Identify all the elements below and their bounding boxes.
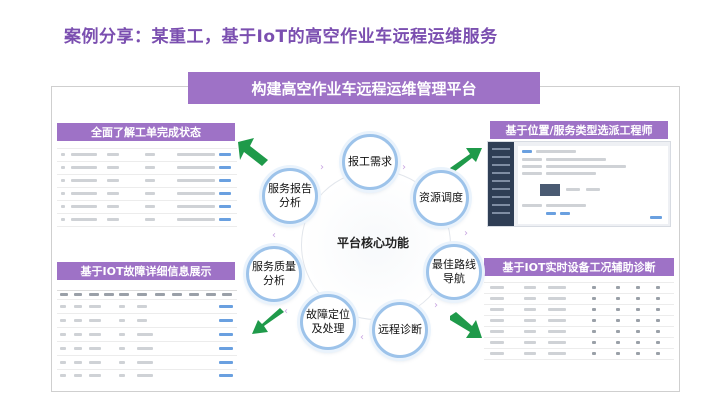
chevron-left-icon: ‹ [284, 306, 288, 317]
platform-banner: 构建高空作业车远程运维管理平台 [188, 72, 540, 104]
slide-title: 案例分享：某重工，基于IoT的高空作业车远程运维服务 [64, 27, 498, 47]
core-center-label: 平台核心功能 [336, 236, 409, 250]
node-fault-location: 故障定位及处理 [300, 294, 356, 350]
arrow-top-right [450, 148, 482, 172]
label-iot-condition-diagnosis: 基于IOT实时设备工况辅助诊断 [484, 258, 674, 276]
dispatch-sidebar [488, 142, 514, 226]
chevron-up-icon: ‹ [272, 230, 276, 241]
label-dispatch-engineer: 基于位置/服务类型选派工程师 [490, 121, 668, 139]
dispatch-form [518, 146, 668, 224]
chevron-down-icon: › [434, 300, 438, 311]
fault-detail-table [57, 282, 237, 382]
chevron-right-icon: › [402, 162, 406, 173]
arrow-bottom-right [450, 312, 482, 338]
dispatch-screenshot [487, 141, 671, 227]
node-service-quality-analysis: 服务质量分析 [246, 246, 302, 302]
label-work-order-status: 全面了解工单完成状态 [57, 123, 235, 141]
node-work-request: 报工需求 [342, 134, 398, 190]
chevron-right-icon: › [320, 162, 324, 173]
arrow-top-left [238, 138, 268, 166]
chevron-down-icon: › [464, 228, 468, 239]
node-remote-diagnosis: 远程诊断 [372, 302, 428, 358]
work-order-table [57, 144, 237, 236]
node-best-route-navigation: 最佳路线导航 [426, 244, 482, 300]
chevron-left-icon: ‹ [360, 332, 364, 343]
iot-condition-table [484, 278, 674, 364]
label-iot-fault-detail: 基于IOT故障详细信息展示 [57, 262, 235, 280]
arrow-bottom-left [252, 308, 284, 334]
dispatch-photo [540, 184, 560, 196]
node-resource-scheduling: 资源调度 [413, 170, 469, 226]
core-functions-wheel: 平台核心功能 报工需求 资源调度 最佳路线导航 远程诊断 故障定位及处理 服务质… [246, 122, 482, 362]
node-service-report-analysis: 服务报告分析 [262, 168, 318, 224]
